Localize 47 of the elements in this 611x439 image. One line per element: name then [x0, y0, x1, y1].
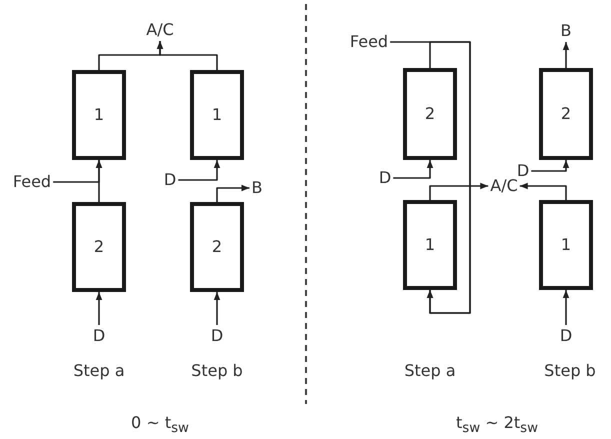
stream-label: D	[560, 327, 572, 345]
column-box	[72, 70, 126, 160]
stream-label: A/C	[490, 177, 518, 195]
column-box	[403, 200, 457, 290]
step-label: Step a	[404, 362, 456, 380]
flow-arrow	[393, 160, 434, 179]
flow-arrow	[178, 160, 220, 181]
column-box	[403, 68, 457, 160]
flow-arrow	[520, 182, 567, 200]
column-box	[72, 202, 126, 292]
flow-arrow	[216, 184, 250, 202]
column-box	[190, 70, 244, 160]
flow-arrow	[156, 41, 218, 70]
stream-label: B	[252, 179, 262, 197]
flow-arrow	[214, 292, 220, 325]
stream-label: Feed	[350, 33, 388, 51]
step-label: Step b	[544, 362, 596, 380]
time-range-label: t$_{sw}$ ~ 2t$_{sw}$	[456, 414, 538, 438]
stream-label: D	[210, 327, 224, 345]
flow-arrow	[531, 160, 570, 172]
stream-label: D	[378, 169, 392, 187]
column-number: 1	[94, 106, 104, 124]
column-number: 2	[94, 238, 104, 256]
flow-arrow	[429, 182, 488, 200]
column-number: 1	[424, 236, 436, 254]
flow-arrow	[562, 290, 570, 325]
column-number: 1	[212, 106, 222, 124]
stream-label: D	[516, 162, 530, 180]
column-box	[539, 68, 593, 160]
stream-label: Feed	[12, 173, 52, 191]
step-label: Step b	[191, 362, 243, 380]
column-number: 2	[212, 238, 222, 256]
column-box	[539, 200, 593, 290]
flow-arrow	[53, 160, 102, 183]
time-range-label: 0 ~ t$_{sw}$	[131, 414, 189, 438]
stream-label: B	[560, 22, 572, 40]
flow-arrow	[562, 42, 570, 68]
stream-label: D	[164, 171, 176, 189]
column-number: 1	[560, 236, 572, 254]
step-label: Step a	[73, 362, 125, 380]
stream-label: D	[92, 327, 106, 345]
flow-arrow	[96, 292, 102, 325]
column-number: 2	[560, 105, 572, 123]
column-number: 2	[424, 105, 436, 123]
column-box	[190, 202, 244, 292]
stream-label: A/C	[146, 21, 174, 39]
flow-arrow	[390, 41, 471, 314]
